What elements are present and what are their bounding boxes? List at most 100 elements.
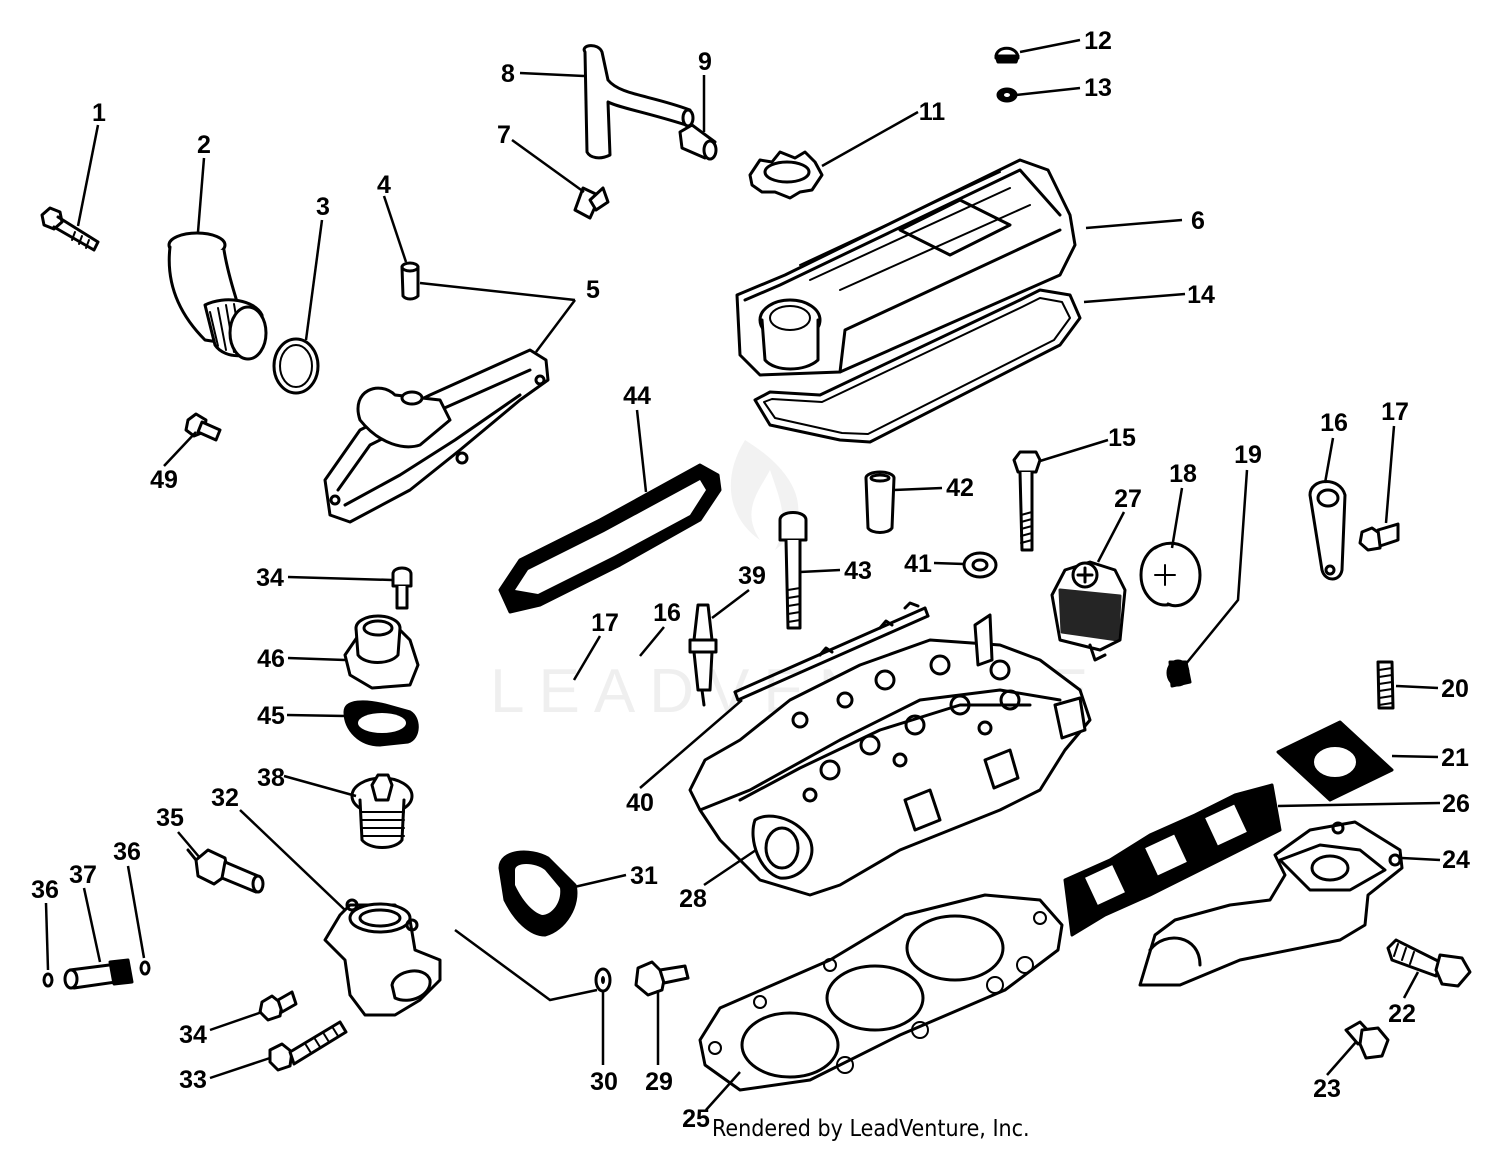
part-head-bolt-43 (778, 511, 808, 630)
callout-43: 43 (844, 557, 872, 585)
callout-37: 37 (69, 861, 97, 889)
callout-44: 44 (623, 382, 651, 410)
callout-42: 42 (946, 474, 974, 502)
part-washer-36b (139, 960, 151, 976)
part-injection-pump-27 (1050, 560, 1127, 662)
part-bolt-15 (1012, 450, 1042, 552)
part-water-outlet-46 (343, 614, 420, 690)
part-seal-41 (962, 551, 998, 579)
callout-24: 24 (1442, 846, 1470, 874)
callout-23: 23 (1313, 1075, 1341, 1103)
part-cap-nut-12 (994, 46, 1020, 64)
part-dowel-4 (400, 261, 420, 301)
callout-21: 21 (1441, 744, 1469, 772)
part-cylinder-head-28 (688, 613, 1092, 897)
callout-31: 31 (630, 862, 658, 890)
part-flange-gasket-21 (1276, 720, 1394, 802)
part-oil-cap-11 (748, 150, 824, 200)
part-thermostat-housing-32 (323, 898, 442, 1017)
callout-40: 40 (626, 789, 654, 817)
part-manifold-gasket-26 (1063, 783, 1282, 937)
part-washer-36a (42, 972, 54, 988)
leader-lines (44, 38, 1441, 1111)
part-plug-18 (1139, 541, 1202, 608)
part-thermostat-38 (350, 773, 414, 849)
part-fitting-9 (678, 123, 718, 161)
callout-4: 4 (377, 171, 391, 199)
part-bolt-17a (1358, 522, 1400, 552)
callout-25: 25 (682, 1105, 710, 1133)
callout-7: 7 (497, 121, 511, 149)
part-hollow-bolt-37 (63, 958, 134, 990)
callout-5: 5 (586, 276, 600, 304)
part-sensor-29 (634, 960, 690, 997)
callout-29: 29 (645, 1068, 673, 1096)
part-bolt-22 (1386, 938, 1472, 988)
callout-8: 8 (501, 60, 515, 88)
callout-12: 12 (1084, 27, 1112, 55)
callout-14: 14 (1187, 281, 1215, 309)
callout-49: 49 (150, 466, 178, 494)
part-lifting-eye-16a (1308, 480, 1347, 581)
callout-36a: 36 (31, 876, 59, 904)
part-bolt-49 (184, 412, 222, 442)
callout-9: 9 (698, 48, 712, 76)
callout-46: 46 (257, 645, 285, 673)
callout-2: 2 (197, 131, 211, 159)
callout-18: 18 (1169, 460, 1197, 488)
callout-45: 45 (257, 702, 285, 730)
part-head-gasket-25 (698, 893, 1064, 1092)
part-bolt-23 (1344, 1020, 1390, 1060)
callout-36b: 36 (113, 838, 141, 866)
part-washer-13 (996, 87, 1018, 103)
part-breather-hose-8 (582, 44, 695, 160)
callout-3: 3 (316, 193, 330, 221)
render-credit: Rendered by LeadVenture, Inc. (712, 1116, 1030, 1142)
callout-22: 22 (1388, 1000, 1416, 1028)
part-washer-30 (594, 967, 612, 993)
part-bus-bar-40 (733, 601, 930, 702)
callout-16a: 16 (1320, 409, 1348, 437)
part-o-ring-3 (272, 337, 320, 395)
callout-19: 19 (1234, 441, 1262, 469)
callout-13: 13 (1084, 74, 1112, 102)
callout-17b: 17 (591, 609, 619, 637)
callout-30: 30 (590, 1068, 618, 1096)
callout-15: 15 (1108, 424, 1136, 452)
callout-41: 41 (904, 550, 932, 578)
part-bolt-34b (391, 566, 413, 610)
part-exhaust-manifold-24 (1138, 820, 1404, 987)
part-gasket-45 (343, 700, 419, 747)
callout-11: 11 (919, 98, 946, 126)
callout-6: 6 (1191, 207, 1205, 235)
part-stud-20 (1376, 660, 1395, 710)
part-housing-gasket-44 (498, 463, 722, 614)
part-sleeve-42 (864, 470, 896, 534)
part-bolt-34a (258, 990, 298, 1022)
part-temp-sender-35 (186, 848, 265, 894)
callout-39: 39 (738, 562, 766, 590)
callout-38: 38 (257, 764, 285, 792)
part-bolt-33 (268, 1020, 348, 1072)
part-gasket-31 (498, 850, 578, 937)
callout-16b: 16 (653, 599, 681, 627)
part-elbow-hose-2 (167, 231, 268, 361)
part-valve-cover-6 (735, 158, 1077, 377)
part-bolt-1 (40, 206, 100, 252)
callout-35: 35 (156, 804, 184, 832)
callout-34b: 34 (256, 564, 284, 592)
callout-1: 1 (92, 99, 106, 127)
part-bolt-7 (573, 186, 610, 220)
part-gasket-14 (753, 288, 1082, 444)
callout-20: 20 (1441, 675, 1469, 703)
callout-32: 32 (211, 784, 239, 812)
callout-33: 33 (179, 1066, 207, 1094)
callout-26: 26 (1442, 790, 1470, 818)
callout-28: 28 (679, 885, 707, 913)
callout-17a: 17 (1381, 398, 1409, 426)
part-plug-19 (1166, 659, 1192, 688)
callout-numbers: 1 2 3 4 5 6 7 8 9 11 12 13 14 15 16 16 1… (31, 27, 1470, 1133)
part-glow-plug-39 (688, 603, 718, 707)
callout-34a: 34 (179, 1021, 207, 1049)
